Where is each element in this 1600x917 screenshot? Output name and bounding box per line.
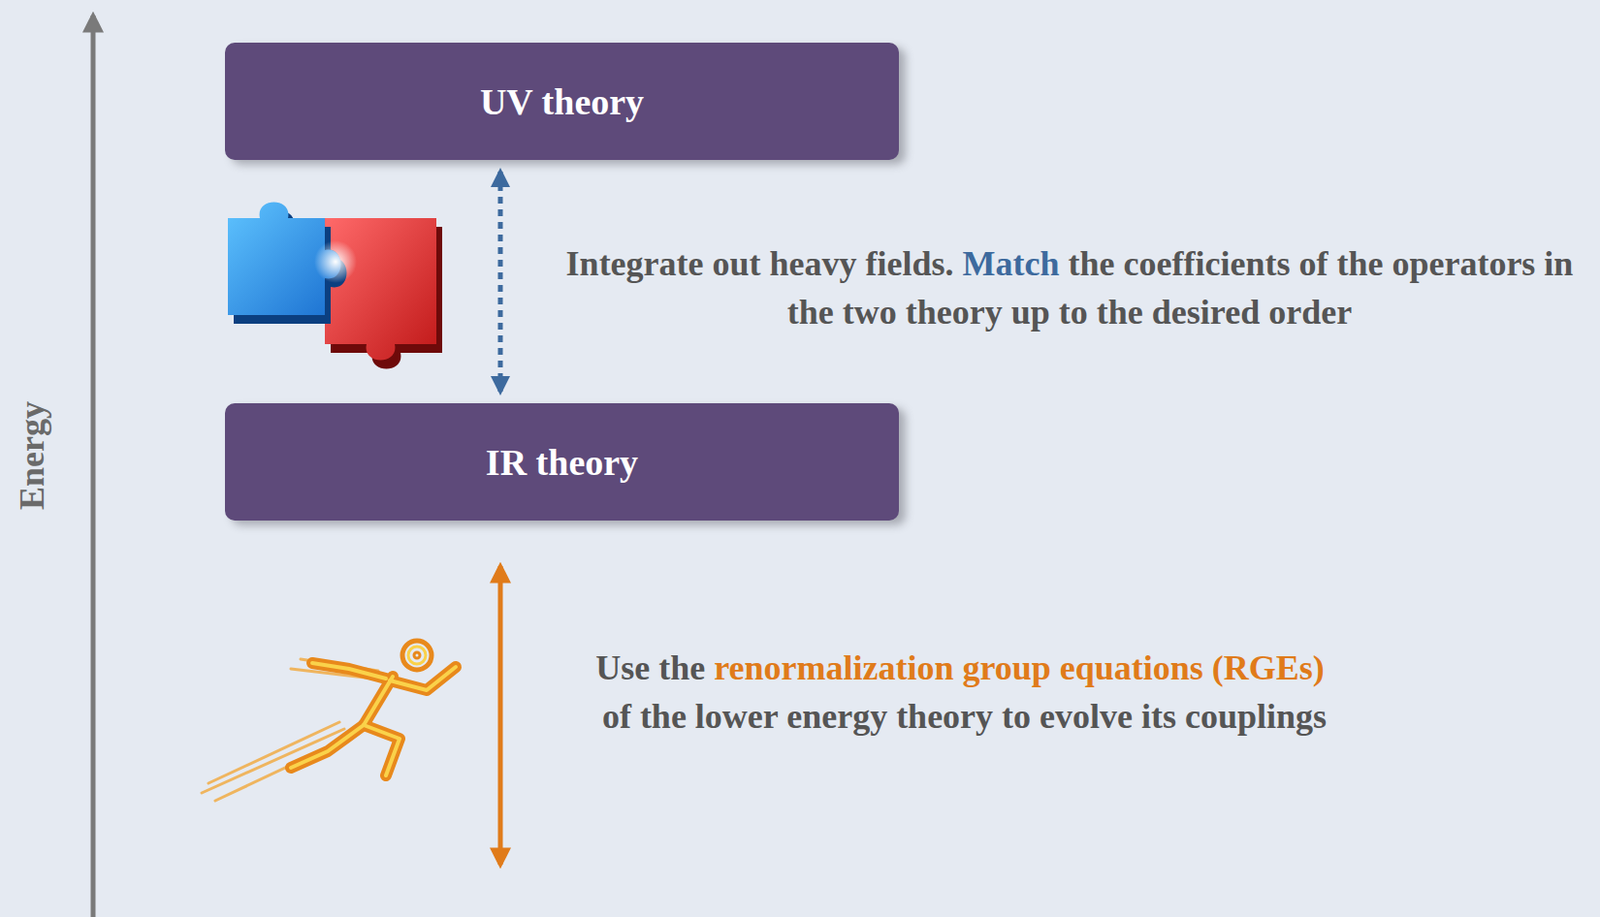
matching-arrow [498,171,504,392]
axis-label: Energy [12,401,52,511]
label-text: Energy [12,401,52,511]
annotation-text: Integrate out heavy fields.Matchthe coef… [548,239,1591,337]
theory-box: IR theory [224,403,899,521]
annotation-text: Use therenormalization group equations (… [579,643,1341,741]
label-text: of the lower energy theory to evolve its… [602,697,1327,736]
energy-axis [91,15,96,917]
runner-illustration [201,640,456,801]
label-text: Integrate out heavy fields. [566,244,955,284]
theory-box: UV theory [224,42,899,160]
box-title: IR theory [485,441,639,484]
running-arrow [498,566,504,865]
box-title: UV theory [480,80,644,124]
highlight-text: Match [962,244,1060,284]
label-text: Use the [595,648,705,688]
highlight-text: renormalization group equations (RGEs) [713,648,1325,688]
puzzle-illustration [227,202,443,370]
